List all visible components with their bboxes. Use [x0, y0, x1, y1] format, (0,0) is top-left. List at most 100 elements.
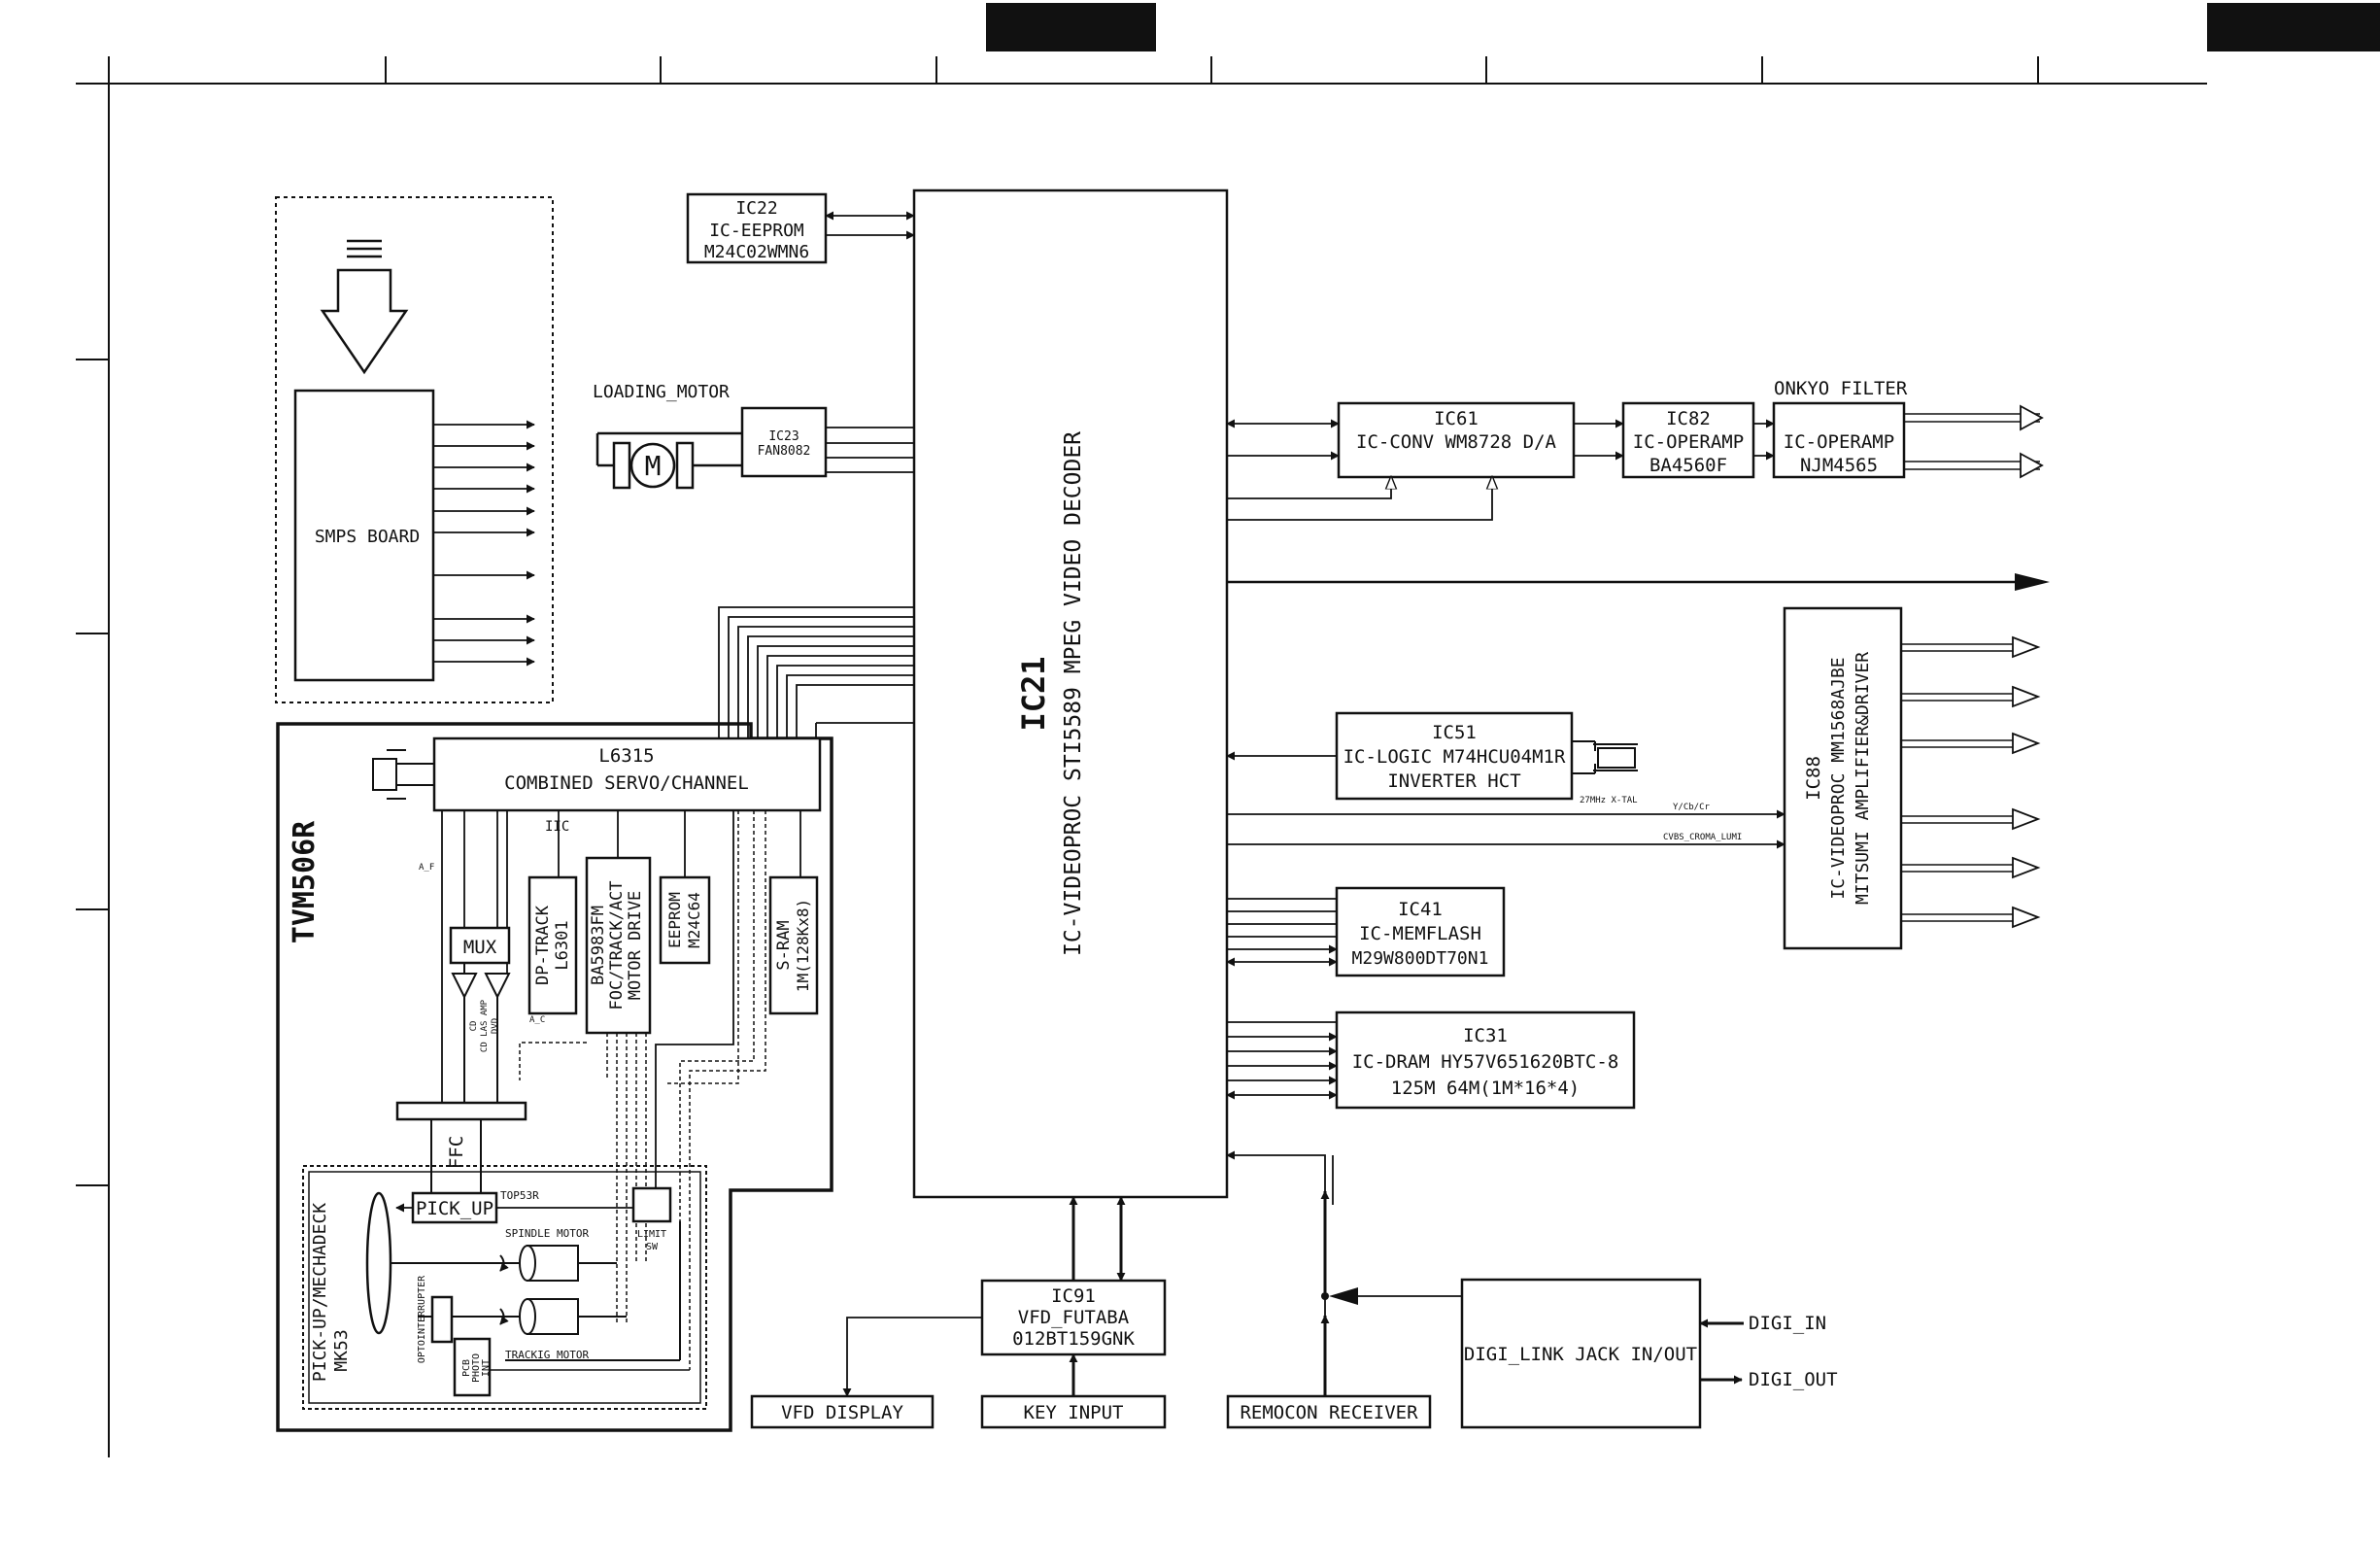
amp-label-cd-las: CD LAS AMP: [480, 999, 490, 1052]
ic61-links: [1226, 419, 1492, 521]
loading-motor-symbol: [595, 431, 742, 490]
key-input-label: KEY INPUT: [1024, 1402, 1124, 1423]
header-tab-right: [2207, 3, 2380, 51]
ic88-type: IC-VIDEOPROC MM1568AJBE: [1828, 657, 1849, 899]
l6315-label: L6315: [598, 745, 654, 767]
ic61-label: IC61: [1434, 408, 1479, 429]
ic23-box: [740, 406, 828, 478]
loading-motor-label: LOADING_MOTOR: [593, 382, 730, 402]
dp-track-box: [527, 875, 578, 1015]
crystal-symbol: [1572, 740, 1638, 774]
smps-input-arrow: [320, 239, 409, 375]
mechadeck-label: PICK-UP/MECHADECK: [310, 1203, 330, 1382]
remote-to-ic21: [1226, 1150, 1326, 1316]
ic51-label: IC51: [1432, 722, 1477, 743]
ic23-part: FAN8082: [758, 444, 811, 459]
ic51-type: INVERTER HCT: [1387, 770, 1520, 792]
ic88-box: [1783, 606, 1903, 950]
eeprom-box: [659, 875, 711, 965]
ic61-part: IC-CONV WM8728 D/A: [1356, 431, 1556, 453]
ic31-box: [1335, 1010, 1636, 1110]
ic23-links: [826, 427, 914, 473]
ac-label: A_C: [529, 1015, 545, 1025]
ic41-label: IC41: [1398, 899, 1443, 920]
dashed-control-lines: [519, 810, 766, 1370]
ba5983-label: BA5983FM: [589, 906, 608, 985]
ic88-outputs: [1901, 643, 2019, 922]
mechadeck-inner: [308, 1171, 701, 1404]
l6315-box: [432, 736, 822, 812]
eeprom-label: EEPROM: [665, 892, 684, 948]
ic21-servo-bus: [718, 606, 914, 738]
tracking-motor-label: TRACKIG MOTOR: [505, 1349, 589, 1361]
vfd-display-label: VFD DISPLAY: [781, 1402, 903, 1423]
ic88-part: MITSUMI AMPLIFIER&DRIVER: [1853, 652, 1873, 905]
ic31-links: [1226, 1021, 1338, 1100]
ic82-label: IC82: [1666, 408, 1711, 429]
pcb-photo-box: [453, 1337, 492, 1397]
vfd-display-box: [750, 1394, 935, 1429]
tracking-motor: [418, 1221, 681, 1361]
ic22-label: IC22: [735, 198, 777, 219]
ycbcr-label: Y/Cb/Cr: [1673, 803, 1711, 812]
ic31-label: IC31: [1463, 1025, 1508, 1046]
ic41-type: IC-MEMFLASH: [1359, 923, 1481, 944]
ic91-part: 012BT159GNK: [1012, 1328, 1135, 1350]
amp-triangles: [451, 963, 511, 1103]
eeprom-part: M24C64: [685, 892, 703, 948]
ic22-part: M24C02WMN6: [704, 242, 809, 262]
ic82-type: IC-OPERAMP: [1633, 431, 1744, 453]
filter-type: IC-OPERAMP: [1784, 431, 1894, 453]
smps-area: [275, 196, 554, 703]
loading-motor-m: M: [645, 450, 662, 482]
sram-label: S-RAM: [774, 920, 794, 970]
digilink-box: [1460, 1278, 1702, 1429]
ic31-part: IC-DRAM HY57V651620BTC-8: [1352, 1051, 1619, 1073]
digilink-label: DIGI_LINK JACK IN/OUT: [1464, 1344, 1697, 1365]
key-input-box: [980, 1394, 1167, 1429]
digi-out-label: DIGI_OUT: [1749, 1369, 1838, 1390]
ic91-label: IC91: [1051, 1285, 1096, 1307]
ic21-part: IC-VIDEOPROC STI5589 MPEG VIDEO DECODER: [1061, 431, 1086, 956]
spindle-motor-label: SPINDLE MOTOR: [505, 1227, 589, 1240]
tvm506r-outline: [276, 722, 833, 1432]
smps-board-box: [293, 389, 435, 682]
limit-switch-box: [631, 1186, 672, 1223]
ic51-part: IC-LOGIC M74HCU04M1R: [1343, 746, 1566, 768]
remocon-box: [1226, 1394, 1432, 1429]
crystal-label: 27MHz X-TAL: [1580, 796, 1638, 805]
limit-sw-label: SW: [646, 1242, 659, 1252]
ba5983-box: [585, 856, 652, 1035]
digi-in-label: DIGI_IN: [1749, 1313, 1826, 1334]
af-label: A_F: [419, 863, 434, 873]
mechadeck-outline: [302, 1165, 707, 1410]
digilink-arrow: [1329, 1287, 1358, 1305]
smps-outputs: [433, 420, 535, 667]
int-label: INT: [481, 1359, 492, 1377]
ic82-part: BA4560F: [1649, 455, 1727, 476]
top53r-label: TOP53R: [500, 1189, 539, 1202]
filter-part: NJM4565: [1800, 455, 1878, 476]
photo-label: PHOTO: [471, 1353, 482, 1383]
tvm506r-label: TVM506R: [288, 820, 322, 943]
filter-out-2-arrow: [2020, 452, 2044, 479]
mux-label: MUX: [463, 937, 497, 958]
ic31-spec: 125M 64M(1M*16*4): [1391, 1078, 1580, 1099]
ic91-to-vfd: [842, 1317, 982, 1397]
disc-lens: [365, 1191, 392, 1335]
ffc-label: FFC: [446, 1136, 467, 1169]
ic91-type: VFD_FUTABA: [1018, 1307, 1130, 1328]
ic51-box: [1335, 711, 1574, 801]
amp-label-cd: CD: [469, 1021, 479, 1032]
dp-track-part: L6301: [553, 920, 572, 970]
cvbs-label: CVBS_CROMA_LUMI: [1663, 833, 1742, 842]
limit-switch-lines: [655, 810, 734, 1188]
l6315-part: COMBINED SERVO/CHANNEL: [504, 772, 749, 794]
mechadeck-model: MK53: [331, 1329, 352, 1371]
ic41-links: [1226, 898, 1338, 967]
ic21-label: IC21: [1015, 656, 1052, 731]
iic-label: IIC: [545, 819, 569, 835]
dp-track-label: DP-TRACK: [533, 905, 553, 985]
